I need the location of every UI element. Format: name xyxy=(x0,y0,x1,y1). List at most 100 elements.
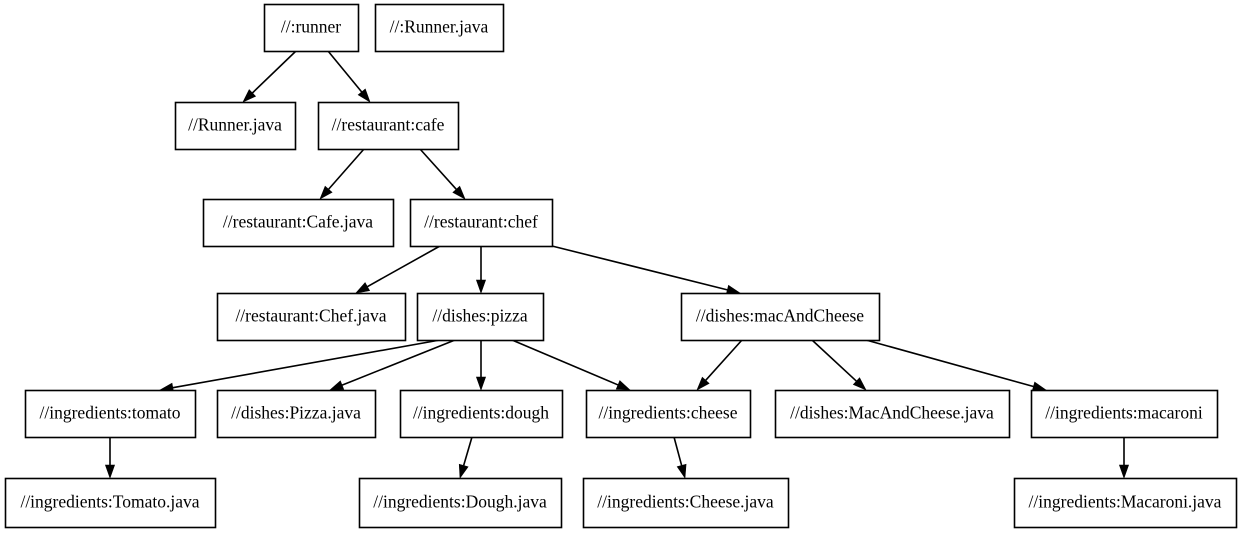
edge-line xyxy=(251,50,297,94)
node-box[interactable] xyxy=(216,389,377,439)
edge-arrowhead-icon xyxy=(319,185,333,200)
graph-node-chef[interactable]: //restaurant:chef xyxy=(409,198,554,248)
edge-line xyxy=(366,245,441,288)
edge-arrowhead-icon xyxy=(357,88,371,103)
edge-arrowhead-icon xyxy=(475,376,487,391)
edge-tomato-to-tomato_java xyxy=(104,437,116,479)
edge-line xyxy=(511,339,619,386)
graph-node-runner_java[interactable]: //Runner.java xyxy=(174,101,297,151)
graph-node-cheese_java[interactable]: //ingredients:Cheese.java xyxy=(582,477,790,529)
graph-node-pizza[interactable]: //dishes:pizza xyxy=(416,292,545,342)
edge-pizza-to-cheese xyxy=(511,339,631,391)
edge-cheese-to-cheese_java xyxy=(673,436,687,479)
edge-line xyxy=(811,339,858,382)
node-box[interactable] xyxy=(24,389,197,439)
edge-line xyxy=(341,339,456,386)
node-box[interactable] xyxy=(680,292,881,342)
node-label: //dishes:macAndCheese xyxy=(696,306,864,326)
edge-pizza-to-dough xyxy=(475,340,487,391)
graph-node-cafe_java[interactable]: //restaurant:Cafe.java xyxy=(202,198,395,248)
edge-chef-to-pizza xyxy=(475,246,487,294)
edge-line xyxy=(172,339,441,389)
graph-node-runner_java_root[interactable]: //:Runner.java xyxy=(374,3,505,53)
edge-mac_and_cheese-to-mac_and_cheese_java xyxy=(811,339,867,391)
node-label: //ingredients:Macaroni.java xyxy=(1029,492,1222,512)
graph-node-pizza_java[interactable]: //dishes:Pizza.java xyxy=(216,389,377,439)
node-box[interactable] xyxy=(399,389,564,439)
edge-chef-to-chef_java xyxy=(355,245,441,294)
node-box[interactable] xyxy=(585,389,752,439)
graph-node-dough_java[interactable]: //ingredients:Dough.java xyxy=(358,477,563,529)
graph-node-mac_and_cheese[interactable]: //dishes:macAndCheese xyxy=(680,292,881,342)
edge-cafe-to-cafe_java xyxy=(319,148,365,200)
node-box[interactable] xyxy=(582,477,790,529)
node-label: //Runner.java xyxy=(188,115,282,135)
edge-arrowhead-icon xyxy=(452,185,466,200)
edge-arrowhead-icon xyxy=(355,282,371,294)
node-label: //dishes:Pizza.java xyxy=(231,403,361,423)
node-label: //restaurant:Chef.java xyxy=(235,306,386,326)
node-box[interactable] xyxy=(416,292,545,342)
node-box[interactable] xyxy=(1013,477,1238,529)
node-box[interactable] xyxy=(1030,389,1219,439)
graph-node-cheese[interactable]: //ingredients:cheese xyxy=(585,389,752,439)
node-label: //ingredients:Dough.java xyxy=(373,492,547,512)
node-label: //:Runner.java xyxy=(390,17,489,37)
graph-node-dough[interactable]: //ingredients:dough xyxy=(399,389,564,439)
node-label: //restaurant:chef xyxy=(424,212,538,232)
edge-arrowhead-icon xyxy=(475,279,487,294)
graph-node-tomato_java[interactable]: //ingredients:Tomato.java xyxy=(4,477,217,529)
graph-node-tomato[interactable]: //ingredients:tomato xyxy=(24,389,197,439)
graph-node-macaroni_java[interactable]: //ingredients:Macaroni.java xyxy=(1013,477,1238,529)
node-label: //ingredients:tomato xyxy=(40,403,181,423)
edge-arrowhead-icon xyxy=(104,464,116,479)
edge-line xyxy=(462,436,473,466)
node-box[interactable] xyxy=(774,389,1011,439)
node-box[interactable] xyxy=(317,101,460,151)
node-box[interactable] xyxy=(174,101,297,151)
node-box[interactable] xyxy=(216,292,407,342)
node-label: //restaurant:Cafe.java xyxy=(223,212,373,232)
node-label: //ingredients:macaroni xyxy=(1045,403,1203,423)
graph-node-macaroni[interactable]: //ingredients:macaroni xyxy=(1030,389,1219,439)
node-label: //dishes:MacAndCheese.java xyxy=(790,403,994,423)
graph-node-chef_java[interactable]: //restaurant:Chef.java xyxy=(216,292,407,342)
node-box[interactable] xyxy=(374,3,505,53)
node-box[interactable] xyxy=(358,477,563,529)
edge-pizza-to-pizza_java xyxy=(329,339,456,391)
nodes-layer: //:runner //:Runner.java //Runner.java //re… xyxy=(4,3,1238,529)
edge-line xyxy=(551,245,728,291)
edge-line xyxy=(865,339,1034,388)
edge-dough-to-dough_java xyxy=(458,436,473,479)
edge-line xyxy=(327,50,363,93)
edge-cafe-to-chef xyxy=(419,148,466,200)
graph-node-runner[interactable]: //:runner xyxy=(263,3,360,53)
edge-line xyxy=(327,148,365,190)
edge-arrowhead-icon xyxy=(242,89,257,103)
edge-line xyxy=(673,436,683,466)
edge-arrowhead-icon xyxy=(696,376,710,391)
edge-mac_and_cheese-to-macaroni xyxy=(865,339,1047,392)
edge-arrowhead-icon xyxy=(676,463,687,479)
graph-node-cafe[interactable]: //restaurant:cafe xyxy=(317,101,460,151)
node-box[interactable] xyxy=(263,3,360,53)
edge-line xyxy=(419,148,457,190)
node-label: //:runner xyxy=(281,17,341,37)
node-box[interactable] xyxy=(4,477,217,529)
node-label: //ingredients:Cheese.java xyxy=(597,492,774,512)
node-box[interactable] xyxy=(409,198,554,248)
node-label: //dishes:pizza xyxy=(432,306,527,326)
edge-mac_and_cheese-to-cheese xyxy=(696,339,743,391)
node-label: //ingredients:Tomato.java xyxy=(20,492,199,512)
node-label: //ingredients:dough xyxy=(413,403,549,423)
edge-arrowhead-icon xyxy=(615,380,631,391)
edge-runner-to-cafe xyxy=(327,50,371,103)
edge-arrowhead-icon xyxy=(852,377,867,391)
edge-arrowhead-icon xyxy=(1118,464,1130,479)
edge-line xyxy=(705,339,743,381)
graph-node-mac_and_cheese_java[interactable]: //dishes:MacAndCheese.java xyxy=(774,389,1011,439)
edge-arrowhead-icon xyxy=(329,380,345,391)
node-box[interactable] xyxy=(202,198,395,248)
